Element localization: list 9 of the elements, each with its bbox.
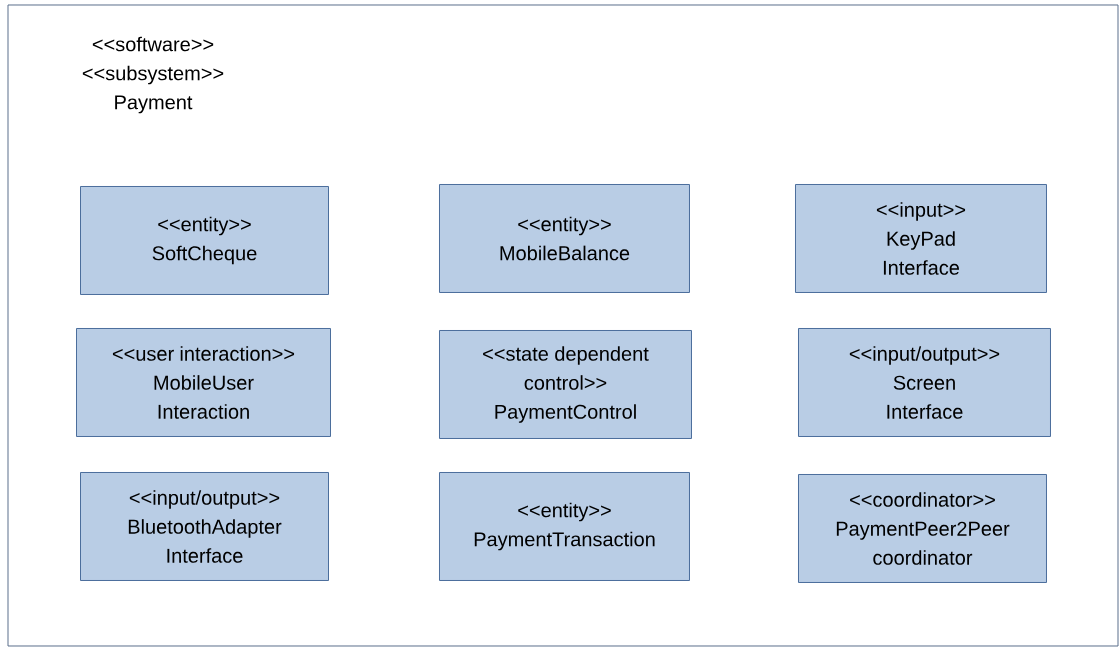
class-box: <<input>> KeyPad Interface <box>795 184 1047 293</box>
class-box: <<entity>> MobileBalance <box>439 184 690 293</box>
class-box: <<user interaction>> MobileUser Interaction <box>76 328 331 437</box>
class-box: <<entity>> SoftCheque <box>80 186 329 295</box>
class-box: <<input/output>> BluetoothAdapter Interface <box>80 472 329 581</box>
class-box: <<input/output>> Screen Interface <box>798 328 1051 437</box>
class-box: <<entity>> PaymentTransaction <box>439 472 690 581</box>
class-box: <<state dependent control>> PaymentControl <box>439 330 692 439</box>
class-box: <<coordinator>> PaymentPeer2Peer coordinator <box>798 474 1047 583</box>
